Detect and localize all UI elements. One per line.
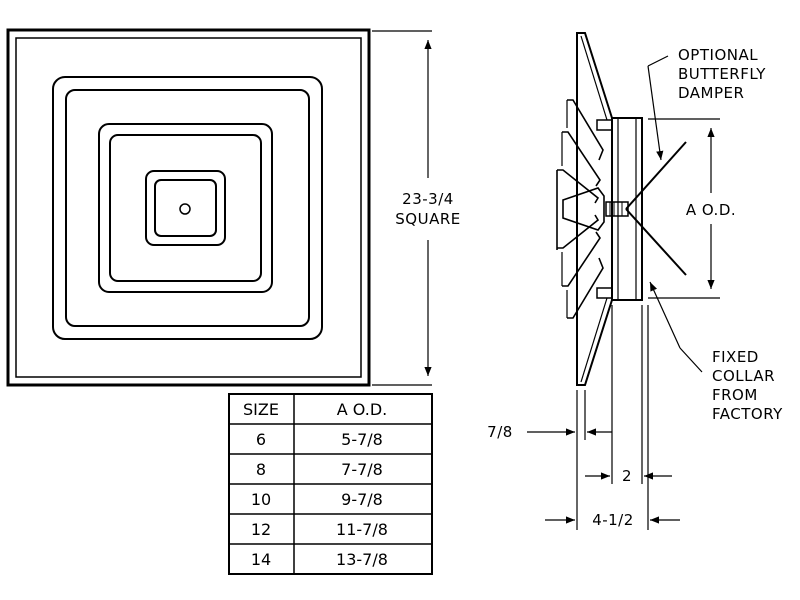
- collar-depth-value: 2: [622, 467, 632, 485]
- table-cell-od: 11-7/8: [336, 520, 388, 539]
- damper-blade-upper: [625, 141, 687, 210]
- cone-ring-1-inner: [65, 89, 310, 327]
- center-screw: [179, 203, 191, 215]
- collar-callout-line: FACTORY: [712, 405, 783, 423]
- cone-ring-1-outer: [52, 76, 323, 340]
- side-view: A O.D. OPTIONAL BUTTERFLY DAMPER FIXED C…: [487, 32, 783, 530]
- damper-callout: OPTIONAL BUTTERFLY DAMPER: [678, 46, 771, 102]
- collar-callout: FIXED COLLAR FROM FACTORY: [712, 348, 783, 423]
- square-dimension-unit: SQUARE: [395, 210, 460, 228]
- table-cell-size: 6: [256, 430, 266, 449]
- collar-callout-line: FIXED: [712, 348, 759, 366]
- table-cell-od: 9-7/8: [341, 490, 383, 509]
- size-table: SIZE A O.D. 6 5-7/8 8 7-7/8 10 9-7/8 12 …: [228, 393, 433, 575]
- center-cone-outer: [145, 170, 226, 246]
- table-cell-size: 14: [251, 550, 271, 569]
- center-support: [562, 187, 605, 231]
- square-dimension-value: 23-3/4: [402, 190, 454, 208]
- damper-callout-line: DAMPER: [678, 84, 744, 102]
- table-header-size: SIZE: [243, 400, 279, 419]
- damper-screw-icon: [605, 201, 629, 217]
- damper-callout-line: BUTTERFLY: [678, 65, 766, 83]
- damper-blade-lower: [625, 208, 687, 276]
- collar-leader: [679, 347, 703, 373]
- outer-frame: [6, 28, 371, 387]
- damper-leader-drop: [647, 65, 664, 161]
- overall-depth-value: 4-1/2: [592, 511, 634, 529]
- cone-ring-2-inner: [109, 134, 262, 282]
- table-cell-od: 7-7/8: [341, 460, 383, 479]
- face-depth-value: 7/8: [487, 423, 513, 441]
- collar-leader-drop: [649, 281, 681, 349]
- od-label: A O.D.: [686, 201, 736, 219]
- cone-profile-lower: [557, 214, 604, 319]
- damper-callout-line: OPTIONAL: [678, 46, 758, 64]
- collar-callout-line: FROM: [712, 386, 758, 404]
- table-cell-od: 13-7/8: [336, 550, 388, 569]
- square-dimension: 23-3/4 SQUARE: [372, 30, 460, 386]
- cone-profile-upper: [557, 99, 604, 204]
- table-cell-size: 8: [256, 460, 266, 479]
- cone-ring-2-outer: [98, 123, 273, 293]
- od-dimension: [648, 118, 720, 299]
- collar-callout-line: COLLAR: [712, 367, 775, 385]
- front-view: 23-3/4 SQUARE: [6, 28, 460, 387]
- damper-leader: [647, 55, 669, 67]
- fixed-collar: [611, 117, 643, 301]
- table-header-od: A O.D.: [337, 400, 387, 419]
- table-cell-od: 5-7/8: [341, 430, 383, 449]
- table-cell-size: 10: [251, 490, 271, 509]
- table-cell-size: 12: [251, 520, 271, 539]
- frame-inner-edge: [15, 37, 362, 378]
- center-cone-inner: [154, 179, 217, 237]
